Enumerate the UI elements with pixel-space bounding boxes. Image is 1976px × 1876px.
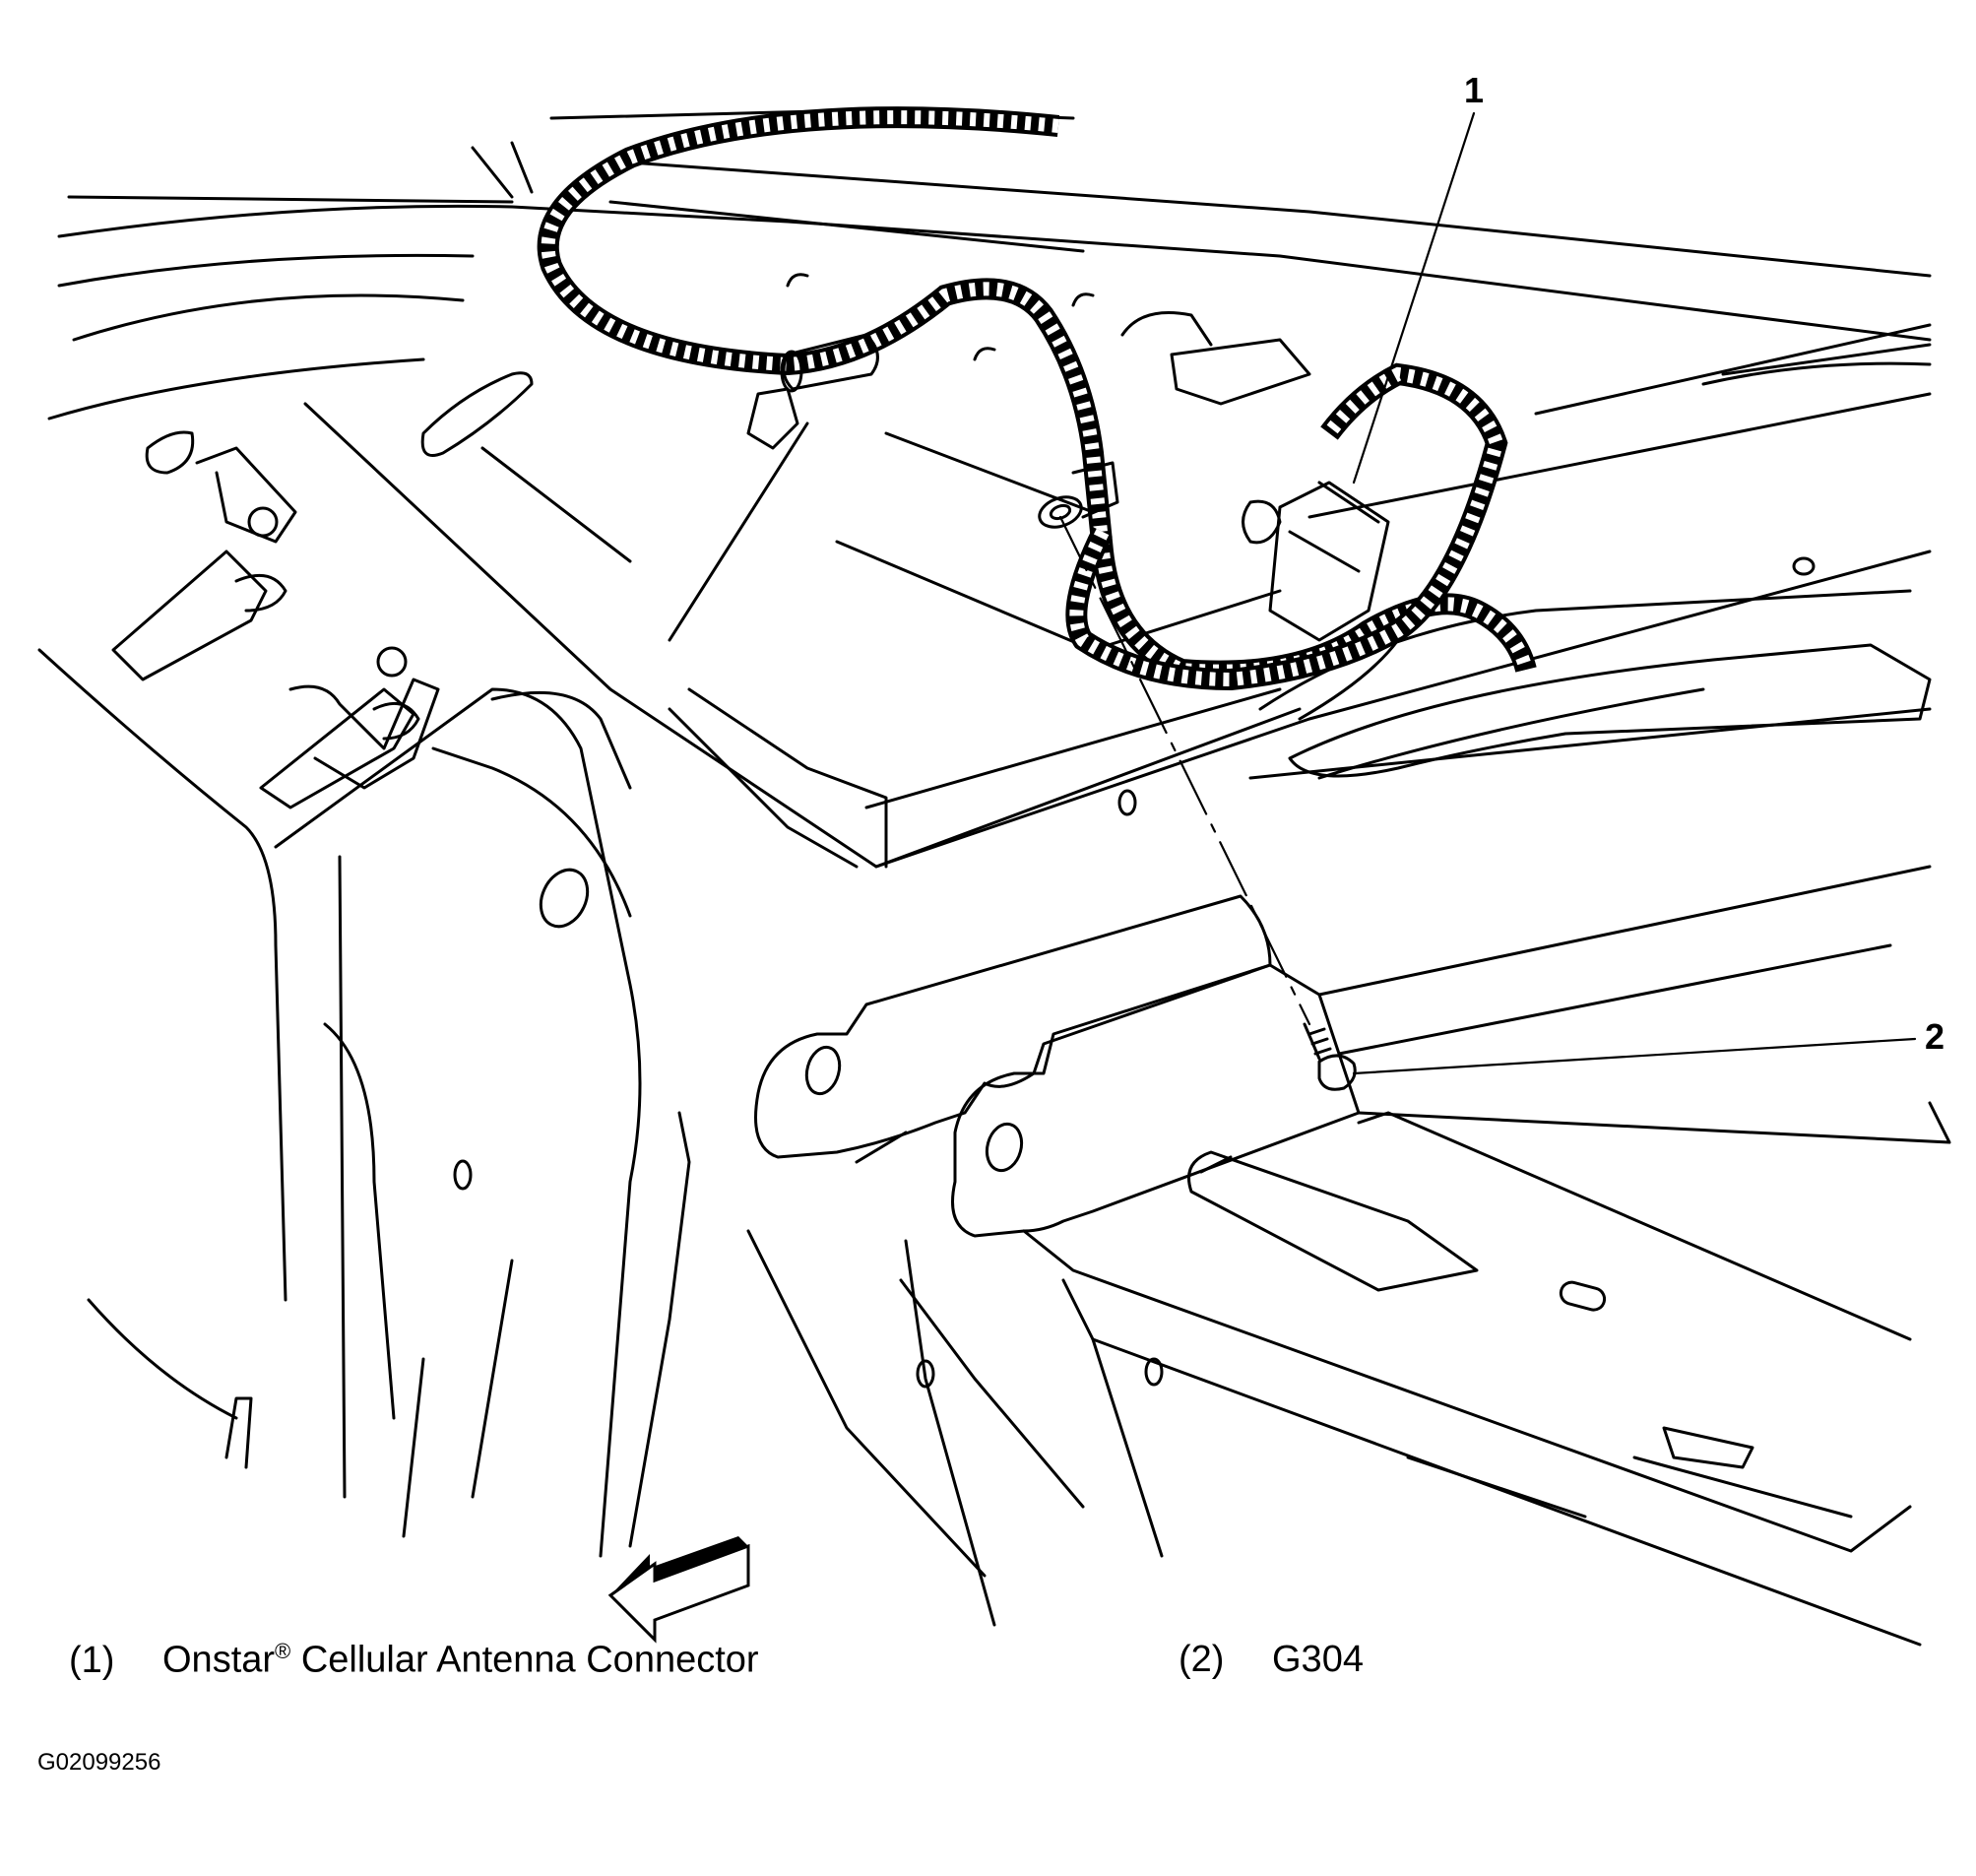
ground-bolt <box>1058 515 1357 1091</box>
front-arrow-icon <box>607 1536 750 1644</box>
registered-mark: ® <box>275 1639 291 1663</box>
legend-item-1: (1) Onstar® Cellular Antenna Connector <box>69 1639 759 1682</box>
svg-text:2: 2 <box>1925 1016 1944 1057</box>
wiring-harness <box>537 106 1537 691</box>
legend-number: (1) <box>69 1639 115 1681</box>
svg-text:1: 1 <box>1464 70 1484 110</box>
legend-text: G304 <box>1272 1639 1364 1680</box>
callout-2: 2 <box>1352 1016 1944 1075</box>
body-structure <box>37 108 1951 1647</box>
figure-id: G02099256 <box>37 1749 161 1776</box>
legend-text: Onstar <box>162 1639 276 1681</box>
callout-1: 1 <box>1352 70 1484 485</box>
legend-number: (2) <box>1179 1639 1225 1680</box>
legend-text-after: Cellular Antenna Connector <box>290 1639 759 1681</box>
legend-item-2: (2) G304 <box>1179 1639 1364 1681</box>
